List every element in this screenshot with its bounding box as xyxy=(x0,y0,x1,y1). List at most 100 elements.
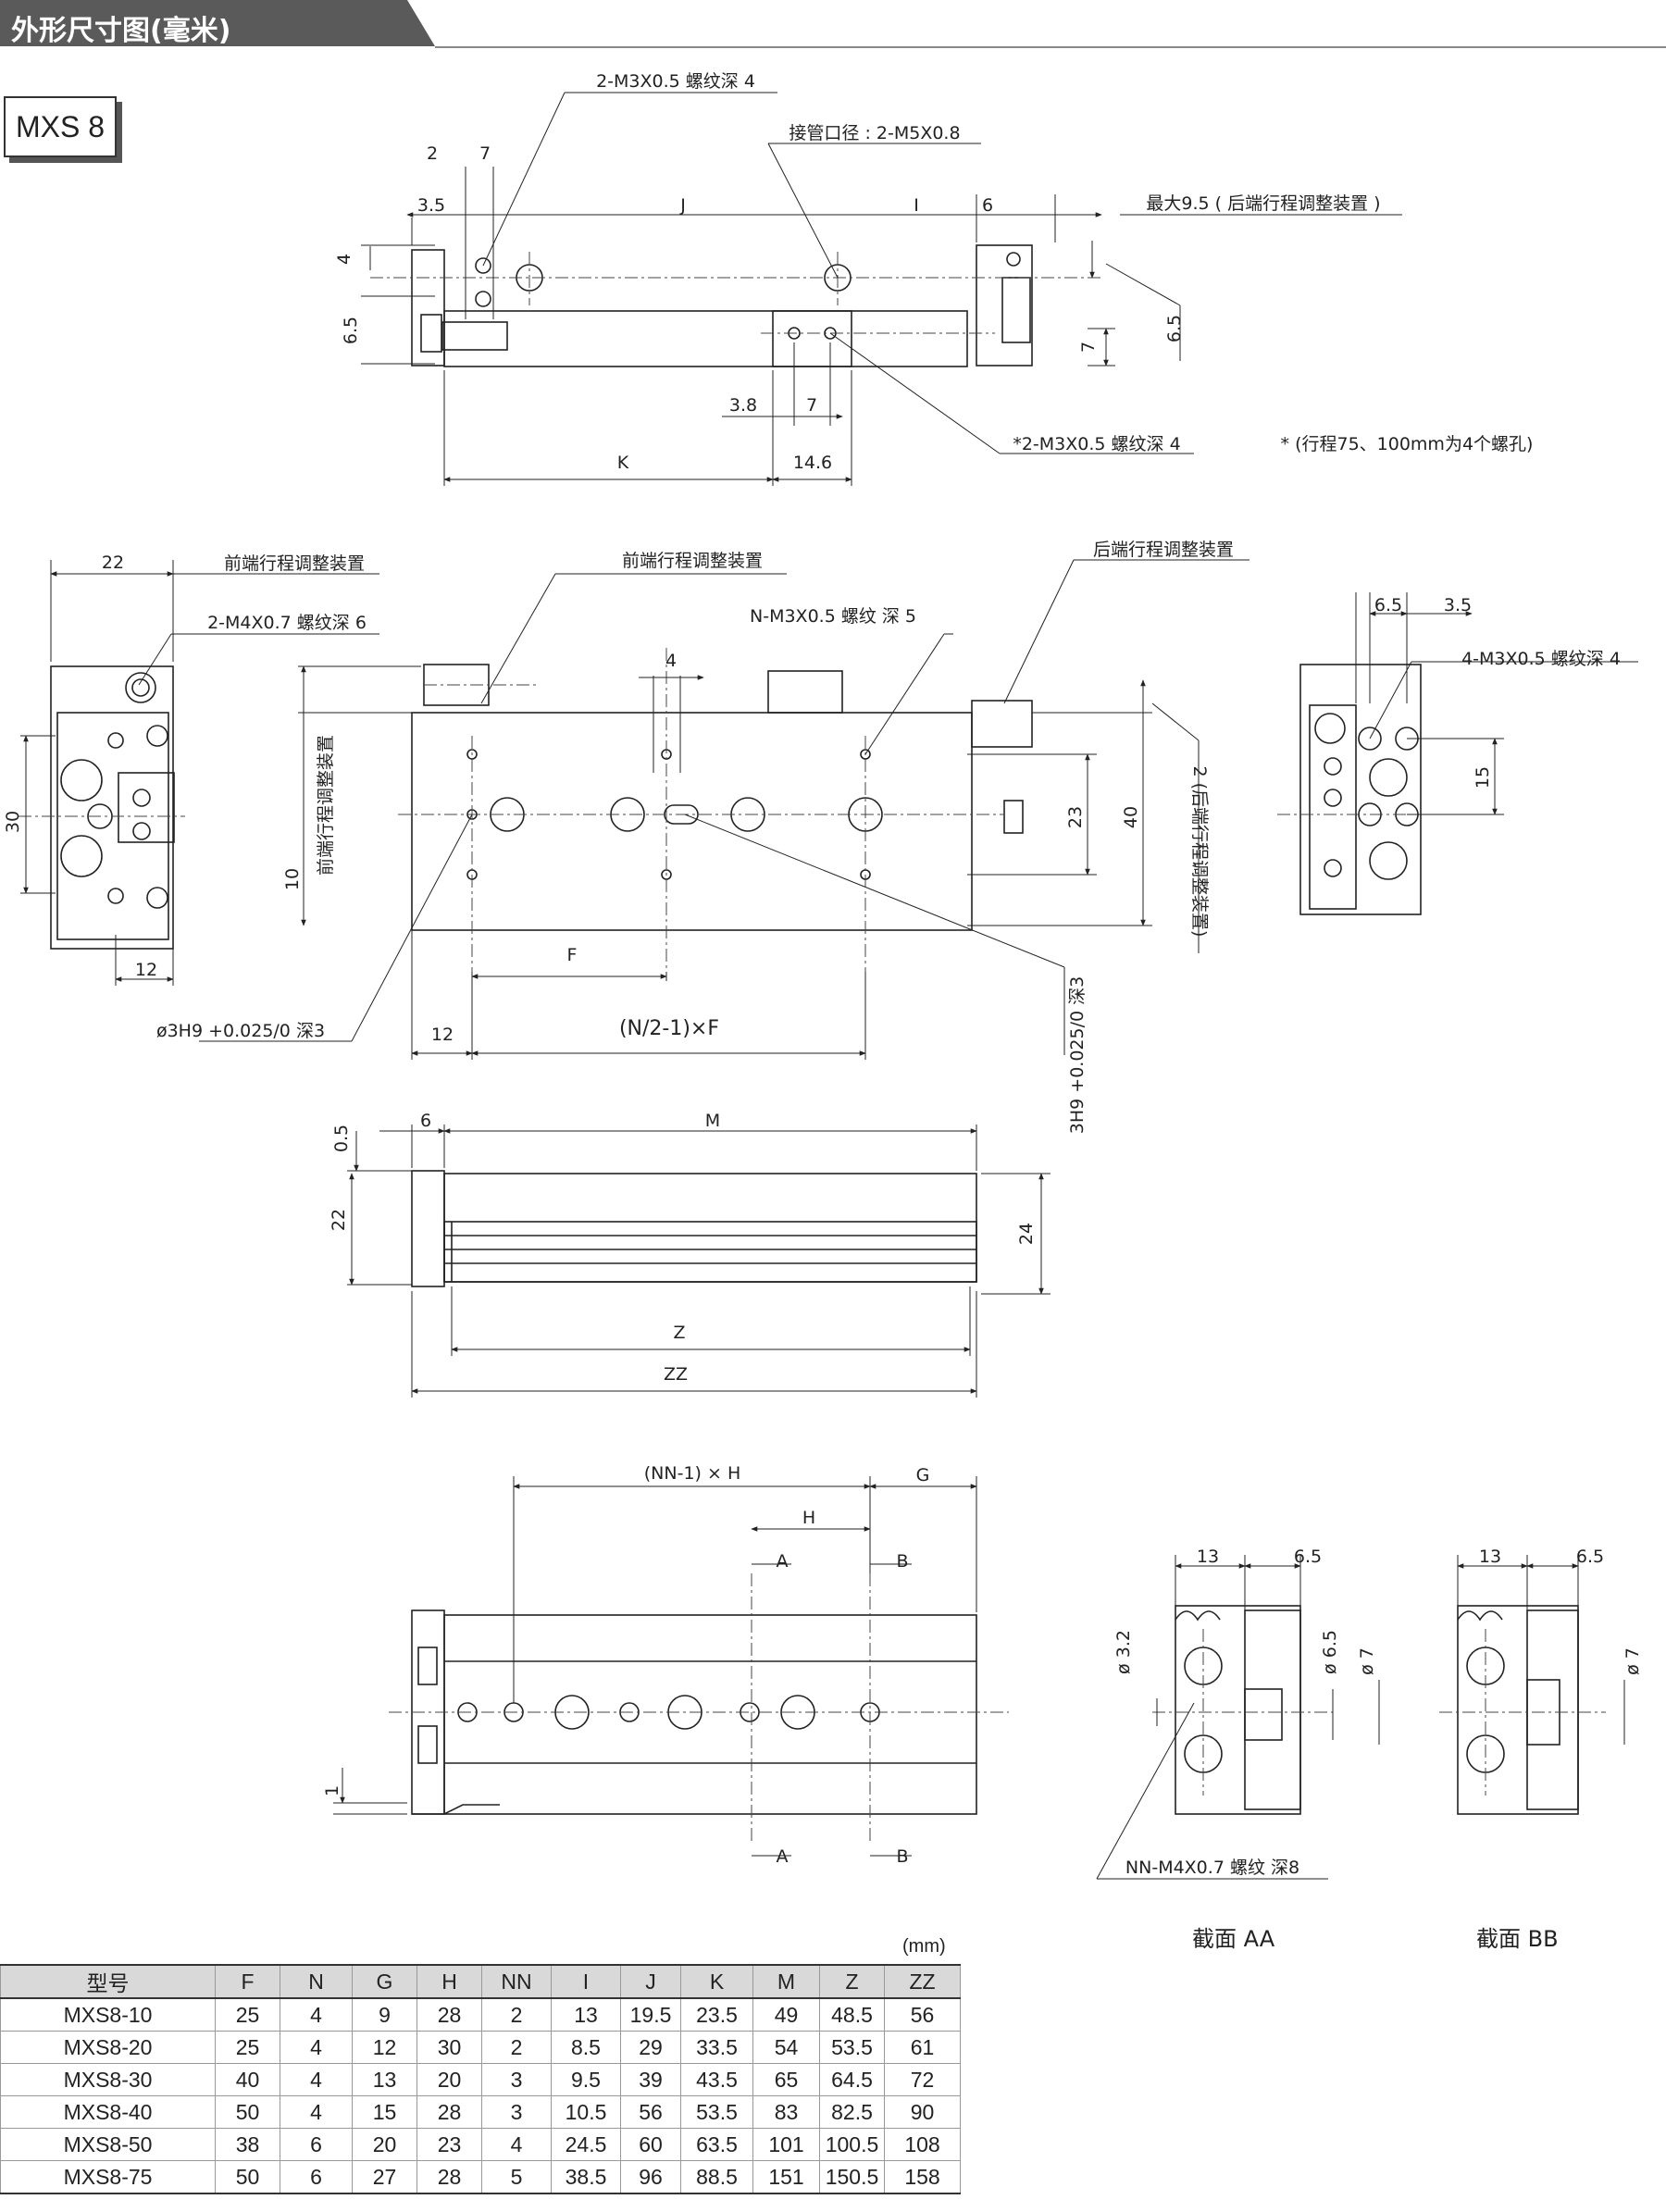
dim-2: 2 xyxy=(427,143,438,164)
caption-section-bb: 截面 BB xyxy=(1476,1926,1559,1952)
callout-m4-tap: 2-M4X0.7 螺纹深 6 xyxy=(207,613,367,633)
table-cell: 25 xyxy=(215,1997,280,2032)
table-cell: 100.5 xyxy=(819,2128,885,2161)
table-cell: 33.5 xyxy=(680,2031,753,2064)
table-cell: 6 xyxy=(280,2128,353,2161)
callout-front-adj-b: 前端行程调整装置 xyxy=(622,551,763,571)
dim-15: 15 xyxy=(1473,766,1493,789)
table-cell: 60 xyxy=(620,2128,681,2161)
table-cell: MXS8-75 xyxy=(0,2160,216,2194)
page-title: 外形尺寸图(毫米) xyxy=(11,15,231,47)
dim-H: H xyxy=(802,1508,815,1528)
table-cell: 24.5 xyxy=(551,2128,621,2161)
table-header-cell: NN xyxy=(481,1964,552,1999)
dim-12b: 12 xyxy=(431,1025,454,1045)
table-header-cell: Z xyxy=(819,1964,885,1999)
table-cell: 19.5 xyxy=(620,1997,681,2032)
table-cell: 40 xyxy=(215,2063,280,2096)
top-view-centerlines xyxy=(370,252,1101,334)
table-cell: 9.5 xyxy=(551,2063,621,2096)
model-label: MXS 8 xyxy=(4,96,117,157)
dim-24: 24 xyxy=(1016,1223,1037,1245)
dim-6-5c: 6.5 xyxy=(1374,595,1402,615)
dim-d3-2: ø 3.2 xyxy=(1113,1630,1134,1674)
sections-centerlines xyxy=(1152,1629,1606,1796)
dim-6-5a: 6.5 xyxy=(341,317,361,344)
table-cell: 53.5 xyxy=(680,2095,753,2129)
callout-front-adj-v: 前端行程调整装置 xyxy=(316,735,336,876)
table-cell: 38 xyxy=(215,2128,280,2161)
section-mark-b1: B xyxy=(896,1551,908,1572)
section-header: 外形尺寸图(毫米) xyxy=(0,0,1666,48)
callout-n-tap: N-M3X0.5 螺纹 深 5 xyxy=(750,606,916,627)
table-cell: 2 xyxy=(481,2031,552,2064)
dim-Z: Z xyxy=(673,1323,685,1343)
dim-ZZ: ZZ xyxy=(664,1364,688,1385)
dim-I: I xyxy=(914,195,919,216)
table-cell: 8.5 xyxy=(551,2031,621,2064)
table-cell: 38.5 xyxy=(551,2160,621,2194)
table-cell: 9 xyxy=(352,1997,417,2032)
dim-10: 10 xyxy=(282,868,303,890)
table-cell: 53.5 xyxy=(819,2031,885,2064)
table-cell: 27 xyxy=(352,2160,417,2194)
callout-max-adj: 最大9.5 ( 后端行程调整装置 ) xyxy=(1146,193,1380,214)
table-header-cell: F xyxy=(215,1964,280,1999)
front-view-dims xyxy=(20,559,1638,1060)
dimension-drawing: 2-M3X0.5 螺纹深 4 接管口径 : 2-M5X0.8 最大9.5 ( 后… xyxy=(3,71,1643,1880)
table-cell: 4 xyxy=(280,2095,353,2129)
table-cell: 150.5 xyxy=(819,2160,885,2194)
table-unit: (mm) xyxy=(902,1936,946,1957)
dim-K: K xyxy=(617,453,629,473)
table-cell: 50 xyxy=(215,2160,280,2194)
dim-7a: 7 xyxy=(479,143,491,164)
table-cell: 3 xyxy=(481,2063,552,2096)
table-cell: 20 xyxy=(416,2063,482,2096)
dim-6-5d: 6.5 xyxy=(1294,1547,1322,1567)
table-cell: MXS8-40 xyxy=(0,2095,216,2129)
dim-G: G xyxy=(916,1465,930,1485)
front-view-centerlines xyxy=(19,648,1448,1046)
section-aa xyxy=(1175,1605,1301,1815)
table-cell: 64.5 xyxy=(819,2063,885,2096)
dim-0-5: 0.5 xyxy=(331,1125,352,1152)
side-view-dims xyxy=(347,1125,1051,1398)
table-cell: 29 xyxy=(620,2031,681,2064)
dim-d6-5e: ø 6.5 xyxy=(1320,1630,1340,1674)
table-cell: 15 xyxy=(352,2095,417,2129)
dim-3-5b: 3.5 xyxy=(1444,595,1472,615)
dim-6-5b: 6.5 xyxy=(1164,315,1185,342)
dim-4b: 4 xyxy=(665,651,677,671)
table-header-cell: M xyxy=(752,1964,820,1999)
top-view-dims xyxy=(361,92,1402,486)
table-cell: 20 xyxy=(352,2128,417,2161)
table-cell: MXS8-10 xyxy=(0,1997,216,2032)
table-cell: 83 xyxy=(752,2095,820,2129)
table-cell: 43.5 xyxy=(680,2063,753,2096)
table-cell: 6 xyxy=(280,2160,353,2194)
table-cell: 28 xyxy=(416,2160,482,2194)
side-view xyxy=(411,1170,977,1287)
callout-stroke-note: * (行程75、100mm为4个螺孔) xyxy=(1281,434,1534,454)
table-cell: 108 xyxy=(884,2128,961,2161)
drawing-labels: 2-M3X0.5 螺纹深 4 接管口径 : 2-M5X0.8 最大9.5 ( 后… xyxy=(3,71,1643,1878)
bottom-view-dims xyxy=(333,1476,977,1857)
dim-22a: 22 xyxy=(102,553,124,573)
callout-front-adj-a: 前端行程调整装置 xyxy=(224,553,365,574)
table-cell: 30 xyxy=(416,2031,482,2064)
dim-J: J xyxy=(679,195,686,216)
dim-d7d: ø 7 xyxy=(1357,1647,1377,1675)
dim-7c: 7 xyxy=(806,395,817,416)
callout-rear-adj-v: 2 (后端行程调整装置) xyxy=(1189,766,1210,938)
table-cell: 151 xyxy=(752,2160,820,2194)
table-cell: 61 xyxy=(884,2031,961,2064)
table-cell: 4 xyxy=(280,1997,353,2032)
table-cell: 65 xyxy=(752,2063,820,2096)
table-cell: 39 xyxy=(620,2063,681,2096)
callout-pin-left: ø3H9 +0.025/0 深3 xyxy=(156,1021,325,1041)
sections-dims xyxy=(1096,1555,1625,1880)
